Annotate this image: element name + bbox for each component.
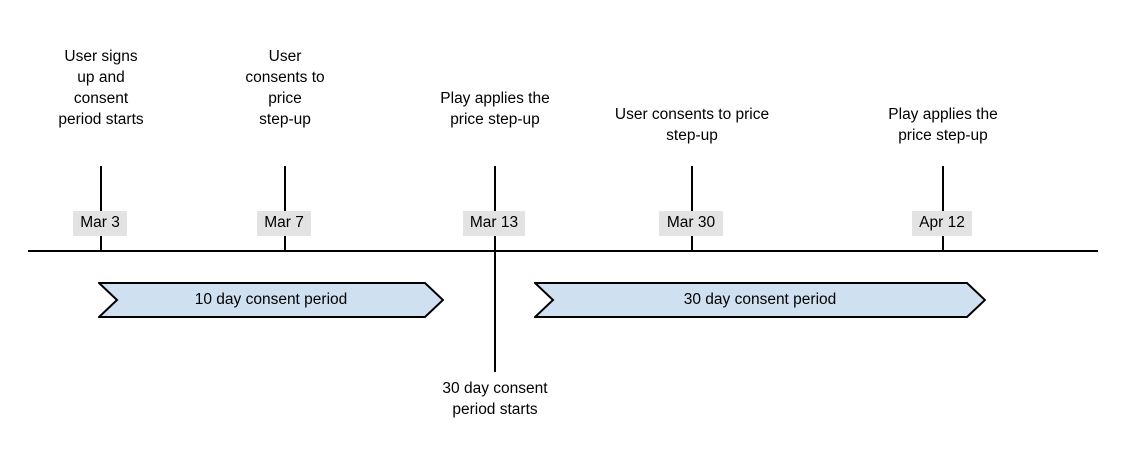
- event-caption-mar-30: User consents to price step-up: [614, 106, 770, 144]
- event-tick-mar-3: [100, 166, 102, 252]
- event-date-mar-30: Mar 30: [659, 211, 723, 236]
- timeline-axis: [28, 250, 1098, 252]
- event-tick-mar-13: [494, 166, 496, 212]
- chevron-banner-shape-10-day: [98, 282, 444, 318]
- note-30-day-consent-period-starts: 30 day consent period starts: [442, 380, 548, 418]
- event-date-mar-3: Mar 3: [73, 211, 127, 236]
- event-date-apr-12: Apr 12: [912, 211, 972, 236]
- event-tick-mar-7: [284, 166, 286, 252]
- event-caption-apr-12: Play applies the price step-up: [888, 106, 998, 144]
- consent-period-banner-30-day: 30 day consent period: [534, 282, 986, 318]
- chevron-banner-shape-30-day: [534, 282, 986, 318]
- event-date-mar-7: Mar 7: [257, 211, 311, 236]
- event-connector-mar-13-down: [494, 236, 496, 372]
- event-caption-mar-7: User consents to price step-up: [245, 48, 325, 128]
- event-caption-mar-13: Play applies the price step-up: [440, 90, 550, 128]
- event-tick-mar-30: [691, 166, 693, 252]
- event-date-mar-13: Mar 13: [463, 211, 525, 236]
- event-caption-mar-3: User signs up and consent period starts: [58, 48, 144, 128]
- event-tick-apr-12: [942, 166, 944, 252]
- consent-period-banner-10-day: 10 day consent period: [98, 282, 444, 318]
